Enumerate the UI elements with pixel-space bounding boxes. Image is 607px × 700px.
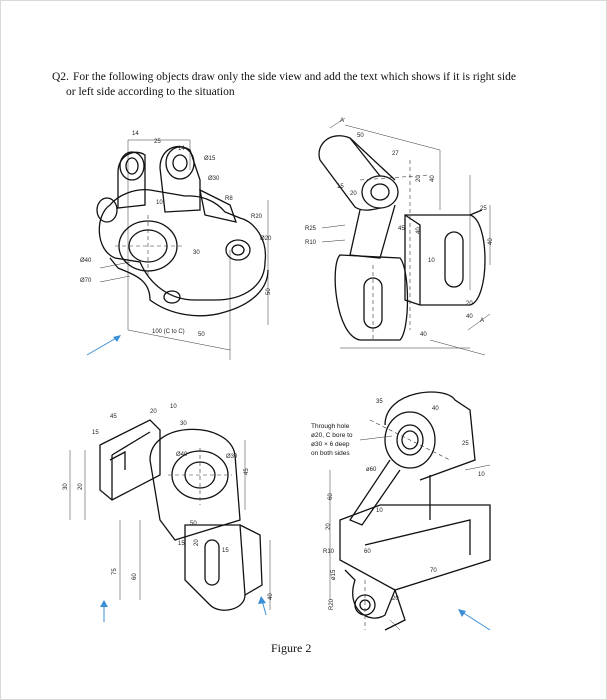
fig3-dim-5: Ø40 bbox=[176, 452, 188, 458]
fig2-dim-0: 50 bbox=[357, 133, 364, 139]
fig2-dim-5: 40 bbox=[430, 175, 436, 182]
fig3-dim-10: 15 bbox=[222, 548, 229, 554]
question-number: Q2. bbox=[52, 71, 69, 83]
fig4-dim-7: 60 bbox=[328, 493, 334, 500]
fig4-dim-10: 70 bbox=[430, 568, 437, 574]
fig3-dim-2: 20 bbox=[150, 409, 157, 415]
fig1-dim-5: 10 bbox=[156, 200, 163, 206]
fig1-dim-7: R20 bbox=[251, 214, 263, 220]
fig1-dim-6: R8 bbox=[225, 196, 233, 202]
drawing-1-isometric-bracket: 14 25 14 Ø15 Ø30 10 R8 R20 Ø20 Ø40 Ø70 1… bbox=[80, 131, 272, 360]
fig4-dim-1: 40 bbox=[432, 406, 439, 412]
drawing-2-isometric-link: 50 15 20 27 20 40 45 40 25 40 10 20 40 4… bbox=[305, 117, 494, 356]
fig3-dim-14: 30 bbox=[63, 483, 69, 490]
fig3-dim-7: 50 bbox=[190, 521, 197, 527]
fig3-dim-8: 15 bbox=[178, 541, 185, 547]
figure-caption: Figure 2 bbox=[271, 641, 312, 655]
fig3-dim-9: 20 bbox=[194, 539, 200, 546]
fig4-dim-8: 60 bbox=[364, 549, 371, 555]
fig2-dim-12: 40 bbox=[466, 314, 473, 320]
fig4-dim-11: 20 bbox=[392, 596, 399, 602]
fig1-dim-14: 30 bbox=[193, 250, 200, 256]
fig2-dim-3: 27 bbox=[392, 151, 399, 157]
fig4-dim-3: ø60 bbox=[366, 467, 377, 473]
fig3-dim-0: 45 bbox=[110, 414, 117, 420]
fig1-dim-3: Ø15 bbox=[204, 156, 216, 162]
fig1-dim-9: Ø40 bbox=[80, 258, 92, 264]
fig4-note-line-1: ø20, C bore to bbox=[311, 432, 353, 439]
fig4-dim-12: ø15 bbox=[331, 569, 337, 580]
fig2-dim-15: R10 bbox=[305, 240, 317, 246]
fig1-dim-1: 25 bbox=[154, 139, 161, 145]
fig4-dim-2: 25 bbox=[462, 441, 469, 447]
fig2-dim-6: 45 bbox=[398, 226, 405, 232]
fig2-dim-8: 25 bbox=[480, 206, 487, 212]
drawing-4-isometric-support: Through hole ø20, C bore to ø30 × 6 deep… bbox=[311, 391, 491, 631]
fig2-dim-10: 10 bbox=[428, 258, 435, 264]
fig2-dim-14: R25 bbox=[305, 226, 317, 232]
fig3-dim-13: 60 bbox=[132, 573, 138, 580]
fig2-dim-13: 40 bbox=[420, 332, 427, 338]
drawing-3-isometric-bracket: 45 15 20 10 30 Ø40 Ø30 50 15 20 15 75 45… bbox=[63, 404, 274, 622]
fig2-dim-7: 40 bbox=[416, 227, 422, 234]
fig4-dim-9: 10 bbox=[478, 472, 485, 478]
fig1-dim-2: 14 bbox=[178, 146, 185, 152]
fig2-dim-16: A bbox=[340, 118, 344, 124]
fig2-dim-1: 15 bbox=[337, 184, 344, 190]
fig3-dim-6: Ø30 bbox=[226, 454, 238, 460]
fig3-dim-12: 45 bbox=[244, 468, 250, 475]
fig3-dim-11: 75 bbox=[112, 568, 118, 575]
fig3-dim-16: 40 bbox=[268, 593, 274, 600]
fig1-dim-10: Ø70 bbox=[80, 278, 92, 284]
fig3-dim-4: 30 bbox=[180, 421, 187, 427]
fig1-dim-11: 100 (C to C) bbox=[152, 329, 185, 335]
fig4-dim-5: 20 bbox=[326, 523, 332, 530]
fig4-note-line-2: ø30 × 6 deep bbox=[311, 441, 350, 448]
fig4-note-line-3: on both sides bbox=[311, 450, 350, 457]
fig2-dim-2: 20 bbox=[350, 191, 357, 197]
fig1-dim-12: 50 bbox=[198, 332, 205, 338]
fig3-dim-3: 10 bbox=[170, 404, 177, 410]
fig1-dim-8: Ø20 bbox=[260, 236, 272, 242]
fig4-dim-4: 10 bbox=[376, 508, 383, 514]
fig4-dim-13: R20 bbox=[329, 598, 335, 610]
fig1-dim-4: Ø30 bbox=[208, 176, 220, 182]
fig1-dim-0: 14 bbox=[132, 131, 139, 137]
question-text: Q2.For the following objects draw only t… bbox=[52, 70, 552, 100]
fig2-dim-9: 40 bbox=[488, 238, 494, 245]
fig4-note-line-0: Through hole bbox=[311, 423, 350, 430]
fig1-dim-13: 50 bbox=[266, 288, 272, 295]
fig2-dim-11: 20 bbox=[466, 301, 473, 307]
fig2-dim-17: A bbox=[480, 318, 484, 324]
question-line-1: For the following objects draw only the … bbox=[72, 71, 516, 83]
question-line-2: or left side according to the situation bbox=[66, 86, 235, 98]
fig2-dim-4: 20 bbox=[416, 175, 422, 182]
fig4-dim-0: 35 bbox=[376, 399, 383, 405]
fig3-dim-1: 15 bbox=[92, 430, 99, 436]
fig4-dim-6: R10 bbox=[323, 549, 335, 555]
fig3-dim-15: 20 bbox=[78, 483, 84, 490]
